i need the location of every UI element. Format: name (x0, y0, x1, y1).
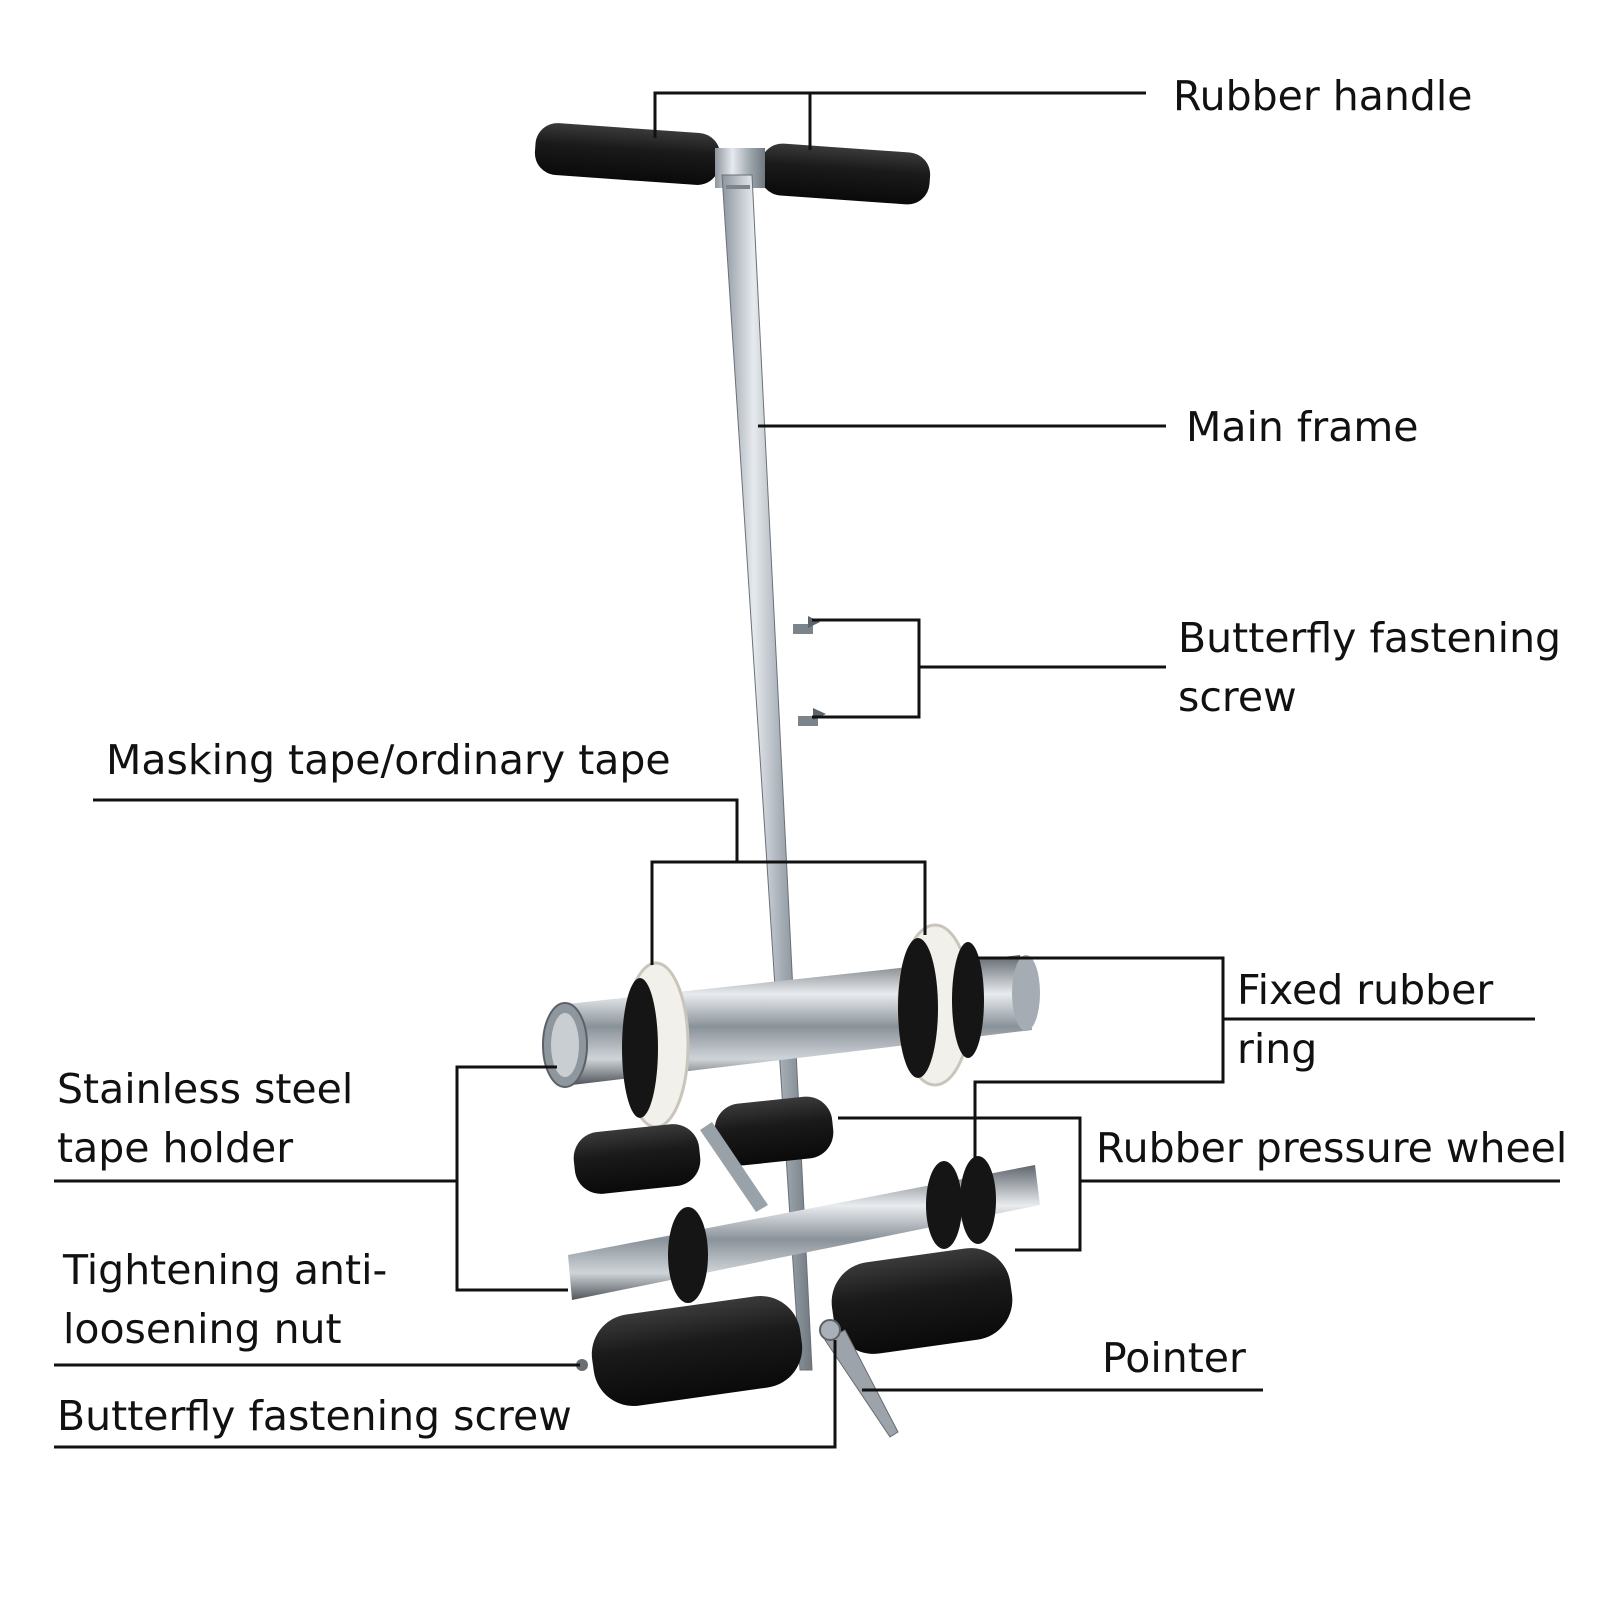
label-rubber-handle: Rubber handle (1173, 72, 1473, 120)
label-tightening-nut-line2: loosening nut (63, 1305, 342, 1353)
leader-rubber-handle (653, 91, 1146, 138)
lower-rod-illustration (568, 1156, 1040, 1303)
leader-rubber-pressure-wheel (838, 1116, 1082, 1252)
label-rubber-pressure-wheel: Rubber pressure wheel (1096, 1124, 1568, 1172)
masking-tape-rings-illustration (622, 923, 984, 1129)
butterfly-screw-top-icon (793, 616, 826, 726)
main-frame-illustration (721, 174, 826, 1371)
label-tightening-nut-line1: Tightening anti- (63, 1246, 388, 1294)
leader-masking-tape (93, 798, 739, 862)
label-stainless-holder-line1: Stainless steel (57, 1065, 354, 1113)
leader-lines (54, 91, 1560, 1449)
leader-fixed-rubber-ring (973, 956, 1225, 1158)
pointer-illustration (819, 1319, 899, 1438)
rubber-pressure-wheel-illustration (576, 1248, 1013, 1406)
label-pointer: Pointer (1102, 1334, 1246, 1382)
label-main-frame: Main frame (1186, 403, 1419, 451)
label-stainless-holder-line2: tape holder (57, 1124, 294, 1172)
label-fixed-rubber-ring-line2: ring (1237, 1025, 1318, 1073)
leader-stainless-holder (455, 1065, 568, 1292)
upper-rubber-rollers-illustration (573, 1096, 834, 1212)
leader-masking-tape-bracket (650, 860, 927, 965)
label-masking-tape: Masking tape/ordinary tape (106, 736, 671, 784)
leader-butterfly-bottom (54, 1340, 837, 1449)
label-butterfly-screw-top-line2: screw (1178, 673, 1297, 721)
label-butterfly-screw-top-line1: Butterfly fastening (1178, 614, 1562, 662)
label-butterfly-screw-bottom: Butterfly fastening screw (57, 1392, 572, 1440)
label-fixed-rubber-ring-line1: Fixed rubber (1237, 966, 1494, 1014)
leader-butterfly-top (812, 618, 921, 719)
